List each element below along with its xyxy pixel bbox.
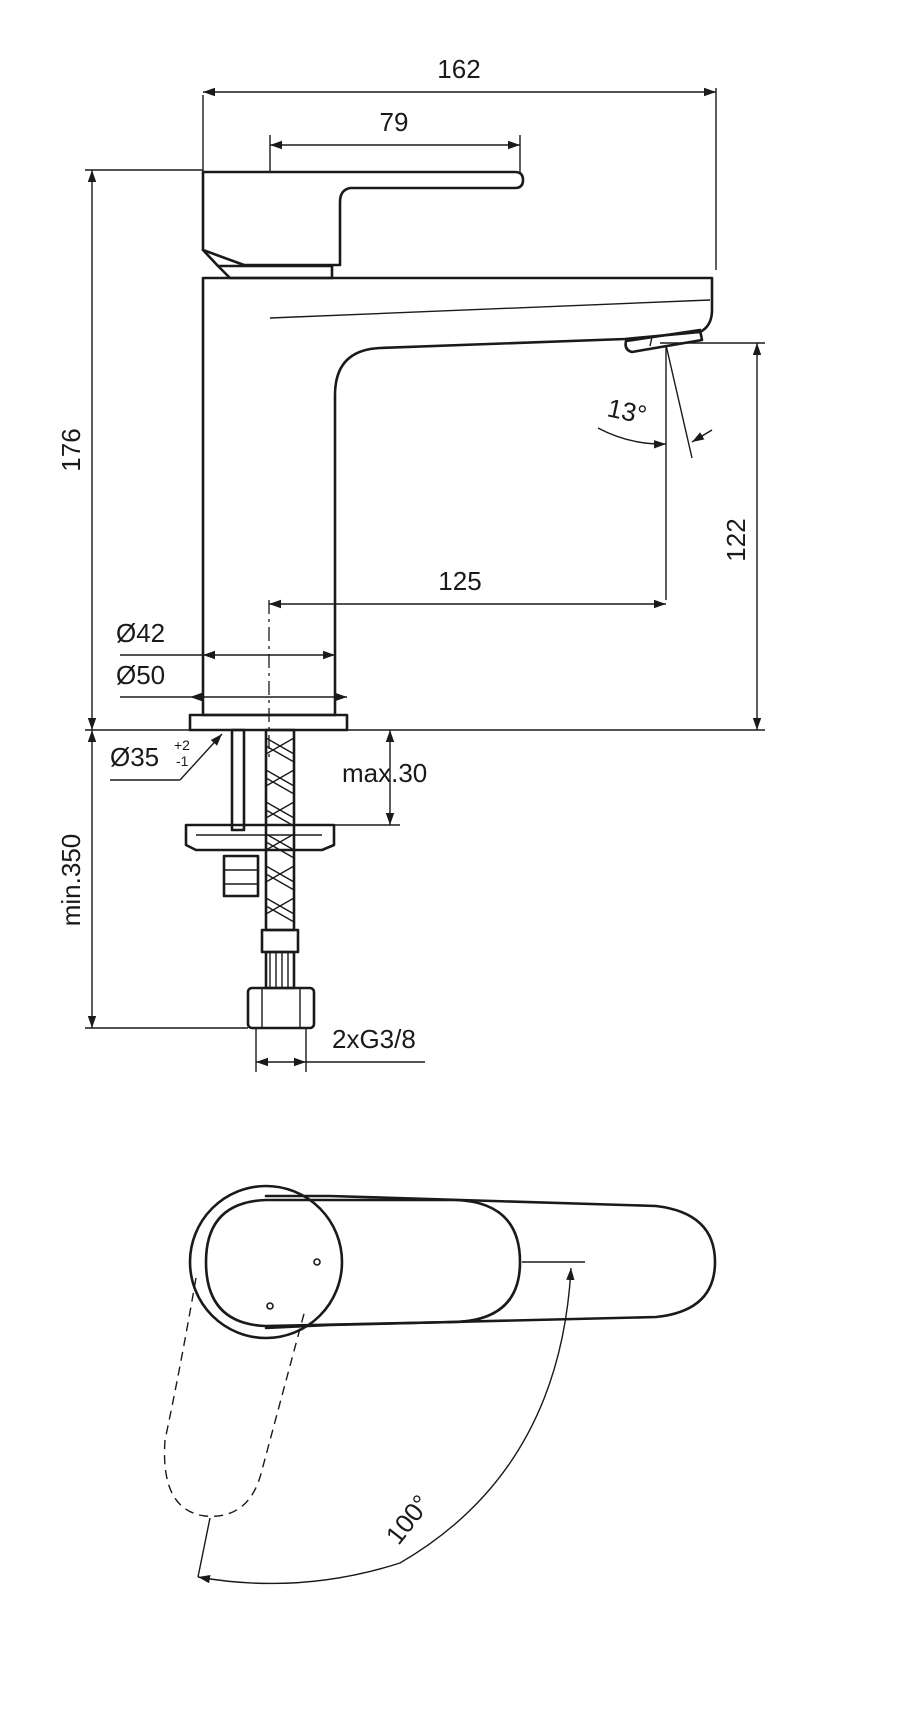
- dim-base-diameter: Ø50: [116, 660, 165, 690]
- dim-min-hose-length: min.350: [56, 834, 86, 927]
- handle-inner-oval: [204, 1198, 522, 1328]
- dim-hole-diameter: Ø35: [110, 742, 159, 772]
- rotation-arc: [197, 1267, 575, 1585]
- spout-top-line: [269, 299, 711, 319]
- dimensions: 162 79 176 122 125 Ø42 Ø50 Ø35 +2 -1: [56, 54, 765, 1072]
- side-view: [184, 160, 714, 1030]
- dim-connection: 2xG3/8: [332, 1024, 416, 1054]
- mounting-nut: [222, 854, 260, 898]
- handle-top-outline: [264, 1194, 717, 1330]
- top-detail-dot-2: [266, 1302, 274, 1310]
- dim-spray-angle: 13°: [605, 393, 650, 431]
- braided-hose: [264, 728, 296, 932]
- handle-rotated-position: [163, 1277, 306, 1517]
- aerator: [624, 328, 704, 354]
- dim-hole-tol-lower: -1: [176, 753, 189, 769]
- top-view: 100°: [163, 1184, 717, 1585]
- dim-hole-tol-upper: +2: [174, 737, 190, 753]
- hose-nut: [246, 986, 316, 1030]
- dim-width-total: 162: [437, 54, 480, 84]
- dim-handle-length: 79: [380, 107, 409, 137]
- dim-handle-rotation: 100°: [380, 1489, 437, 1550]
- dim-spout-height: 122: [721, 518, 751, 561]
- top-detail-dot-1: [313, 1258, 321, 1266]
- spray-angled: [665, 344, 693, 459]
- handle-base-band: [216, 264, 334, 280]
- dim-body-diameter: Ø42: [116, 618, 165, 648]
- shank: [230, 728, 246, 832]
- faucet-body: [201, 276, 714, 717]
- dim-height-total: 176: [56, 428, 86, 471]
- hose-ferrule: [260, 928, 300, 954]
- aerator-detail: [649, 336, 653, 347]
- handle-lever: [201, 170, 525, 267]
- mounting-bracket: [184, 823, 336, 852]
- dim-spout-reach: 125: [438, 566, 481, 596]
- dim-max-thickness: max.30: [342, 758, 427, 788]
